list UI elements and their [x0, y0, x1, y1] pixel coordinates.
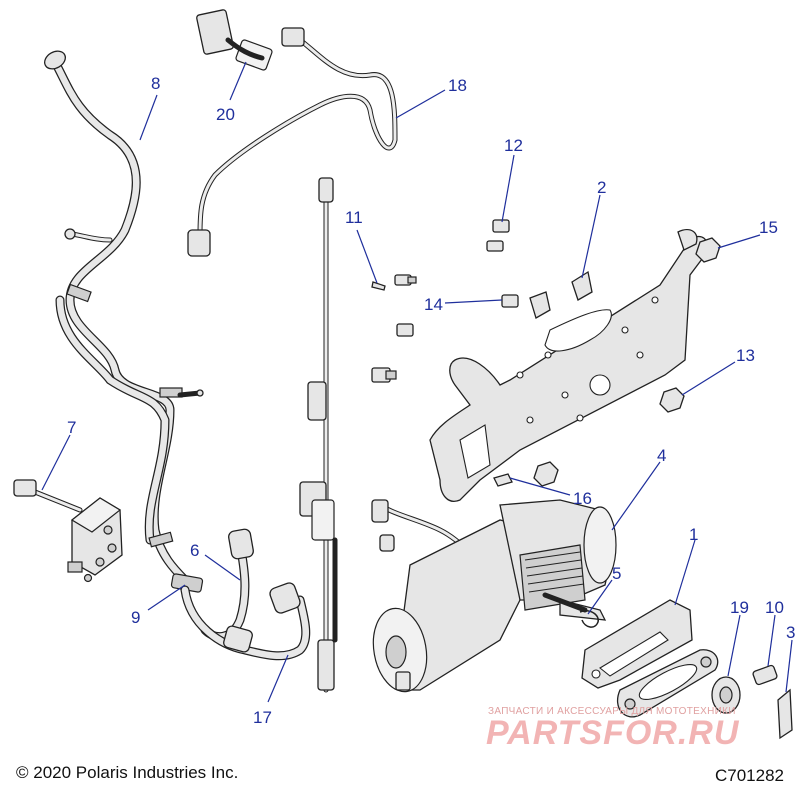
- part-15-nut: [695, 237, 721, 263]
- callout-5: 5: [612, 564, 621, 583]
- callout-20: 20: [216, 105, 235, 124]
- drawing-number: C701282: [714, 766, 784, 785]
- callout-6: 6: [190, 541, 199, 560]
- part-10-bolt: [752, 664, 778, 686]
- watermark-tagline: ЗАПЧАСТИ И АКСЕССУАРЫ ДЛЯ МОТОТЕХНИКИ: [488, 706, 736, 717]
- callout-18: 18: [448, 76, 467, 95]
- part-20-connector: [196, 9, 273, 71]
- part-3-pin: [777, 688, 793, 740]
- mounting-plate: [429, 229, 708, 502]
- callout-8: 8: [151, 74, 160, 93]
- callout-7: 7: [67, 418, 76, 437]
- callout-2: 2: [597, 178, 606, 197]
- bolts-group: [371, 219, 519, 383]
- callout-19: 19: [730, 598, 749, 617]
- part-5-hook-cable: [542, 592, 599, 628]
- fairlead: [616, 649, 719, 718]
- part-16-nut: [493, 461, 559, 487]
- callout-labels: 8 20 18 12 2 15 11 14 13 16 4 5 1 7 9 6 …: [67, 74, 795, 727]
- copyright-notice: © 2020 Polaris Industries Inc.: [16, 763, 239, 782]
- callout-15: 15: [759, 218, 778, 237]
- callout-1: 1: [689, 525, 698, 544]
- part-7-contactor: [13, 479, 123, 583]
- part-18-harness: [187, 27, 398, 257]
- part-19-roller: [711, 676, 741, 714]
- callout-4: 4: [657, 446, 666, 465]
- callout-14: 14: [424, 295, 443, 314]
- callout-12: 12: [504, 136, 523, 155]
- callout-17: 17: [253, 708, 272, 727]
- callout-13: 13: [736, 346, 755, 365]
- part-6-cable: [200, 528, 254, 641]
- part-17-cable: [180, 582, 311, 661]
- watermark-logo: PARTSFOR.RU: [486, 714, 740, 752]
- part-1-bracket: [581, 599, 693, 689]
- callout-16: 16: [573, 489, 592, 508]
- part-8-battery-cable: [44, 50, 204, 585]
- callout-3: 3: [786, 623, 795, 642]
- part-4-winch: [371, 499, 617, 693]
- callout-11: 11: [345, 208, 363, 227]
- vertical-harness: [299, 177, 338, 693]
- callout-10: 10: [765, 598, 784, 617]
- callout-9: 9: [131, 608, 140, 627]
- part-13-nut: [659, 387, 685, 413]
- part-2-clip: [529, 270, 593, 319]
- leader-lines: [41, 61, 793, 703]
